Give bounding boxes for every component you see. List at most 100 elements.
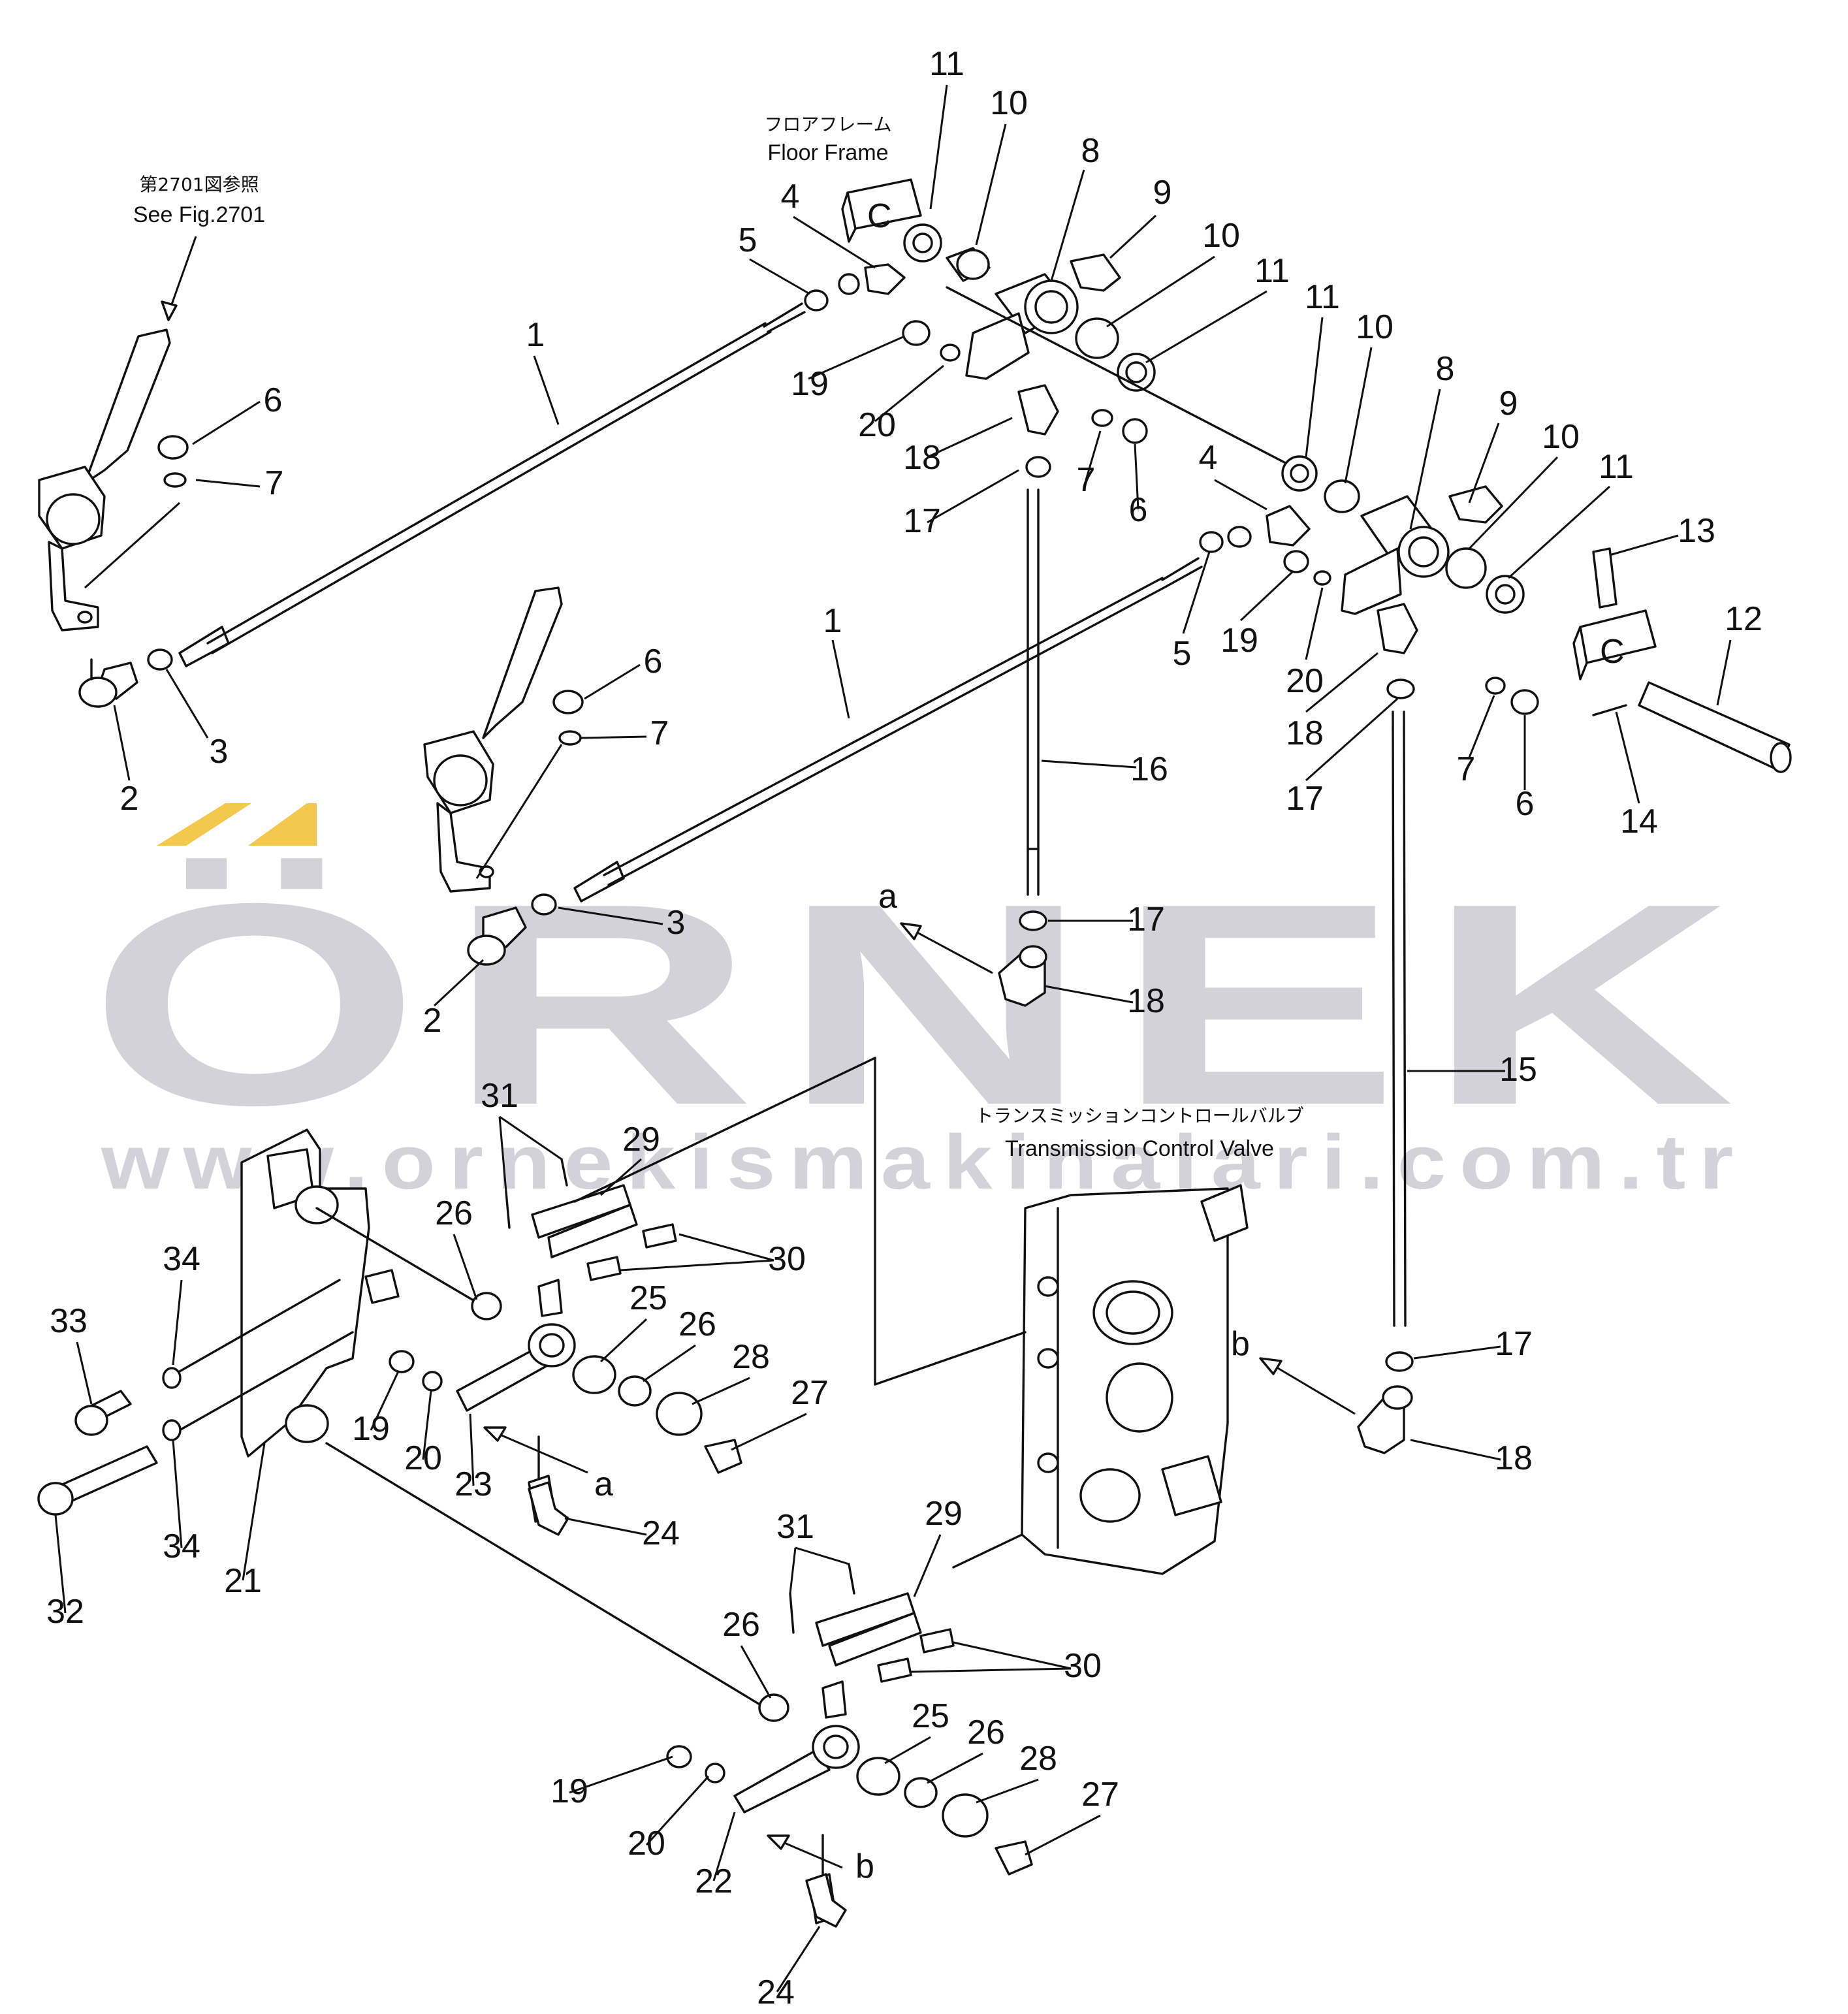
callout-26: 26	[678, 1305, 716, 1343]
callout-18: 18	[1286, 714, 1324, 752]
floor-frame-caption-en: Floor Frame	[767, 140, 888, 165]
callout-24: 24	[757, 1974, 795, 2011]
floor-frame-caption-jp: フロアフレーム	[764, 114, 891, 135]
callout-28: 28	[732, 1338, 770, 1376]
rod-15	[1357, 711, 1414, 1454]
callout-26: 26	[967, 1714, 1005, 1751]
transmission-control-valve	[573, 1057, 1249, 1575]
tcv-caption-en: Transmission Control Valve	[1005, 1136, 1274, 1161]
callout-14: 14	[1620, 803, 1658, 840]
lever-23-assembly	[389, 1279, 742, 1523]
callout-8: 8	[1436, 350, 1455, 388]
callout-26: 26	[435, 1194, 473, 1232]
callout-19: 19	[1220, 622, 1258, 660]
callout-18: 18	[1495, 1439, 1533, 1477]
callout-27: 27	[1081, 1776, 1119, 1814]
callout-21: 21	[224, 1562, 262, 1600]
callout-7: 7	[265, 464, 284, 502]
callout-30: 30	[1064, 1647, 1102, 1685]
right-frame-block: C	[1572, 547, 1792, 773]
callout-30: 30	[768, 1240, 806, 1278]
callout-4: 4	[781, 178, 800, 216]
watermark-accent-right	[248, 803, 317, 846]
tcv-caption-jp: トランスミッションコントロールバルブ	[975, 1105, 1303, 1127]
see-fig-caption-jp: 第2701図参照	[139, 174, 259, 195]
callout-29: 29	[622, 1121, 660, 1159]
callout-3: 3	[210, 733, 229, 771]
callout-20: 20	[858, 406, 896, 444]
callout-10: 10	[1542, 418, 1580, 456]
lower-left-lever	[157, 435, 584, 893]
upper-small-parts	[804, 263, 1148, 478]
callout-12: 12	[1725, 600, 1762, 638]
callout-33: 33	[50, 1302, 88, 1340]
link-29-lower	[789, 1563, 955, 1683]
lower-rod	[467, 557, 1203, 966]
callout-31: 31	[776, 1508, 814, 1546]
callout-10: 10	[1356, 308, 1394, 346]
callout-27: 27	[791, 1374, 829, 1412]
watermark-url: www.ornekismakinalari.com.tr	[101, 1119, 1747, 1206]
see-fig-arrowhead	[161, 300, 178, 321]
callout-9: 9	[1499, 385, 1518, 423]
watermark-brand: ÖRNEK	[88, 844, 1760, 1165]
callout-34: 34	[163, 1240, 200, 1278]
svg-text:C: C	[1600, 633, 1625, 671]
callout-25: 25	[912, 1697, 949, 1735]
view-letter-a-lower: a	[594, 1465, 613, 1503]
see-fig-arrow	[167, 236, 197, 314]
bolts-33-32	[37, 1367, 182, 1516]
right-shaft-assembly	[1199, 455, 1539, 715]
callout-17: 17	[1495, 1325, 1533, 1363]
callout-11: 11	[1305, 278, 1340, 316]
see-fig-caption-en: See Fig.2701	[133, 202, 265, 227]
callout-31: 31	[481, 1077, 518, 1115]
callout-11: 11	[1254, 252, 1290, 290]
callout-9: 9	[1153, 174, 1172, 212]
callout-13: 13	[1678, 512, 1715, 550]
grease-nipples	[528, 1481, 847, 1928]
callout-2: 2	[423, 1002, 442, 1040]
parts-artwork: C	[37, 178, 1792, 1928]
callout-19: 19	[550, 1772, 588, 1810]
callout-11: 11	[929, 45, 964, 83]
callout-11: 11	[1599, 448, 1634, 486]
link-29-upper	[505, 1158, 677, 1281]
leader-lines	[54, 84, 1732, 1992]
callout-4: 4	[1199, 439, 1218, 477]
callout-26: 26	[722, 1606, 760, 1644]
callout-29: 29	[925, 1495, 963, 1533]
callout-20: 20	[1286, 662, 1324, 700]
callout-6: 6	[644, 643, 663, 680]
watermark-accent-left	[157, 803, 251, 846]
callout-19: 19	[791, 365, 829, 403]
rod-16	[998, 488, 1047, 1007]
floor-frame-block: C	[841, 178, 922, 243]
callout-28: 28	[1019, 1740, 1057, 1778]
view-letter-b-lower: b	[855, 1847, 874, 1885]
callout-3: 3	[667, 904, 686, 942]
callout-17: 17	[1127, 901, 1165, 938]
view-letter-b-upper: b	[1231, 1325, 1250, 1363]
callout-7: 7	[650, 714, 669, 752]
callout-22: 22	[695, 1862, 733, 1900]
callout-24: 24	[642, 1514, 680, 1552]
upper-left-lever	[38, 328, 171, 631]
callout-16: 16	[1130, 750, 1168, 788]
callout-5: 5	[1173, 635, 1192, 673]
watermark: ÖRNEK www.ornekismakinalari.com.tr	[88, 803, 1760, 1206]
svg-text:C: C	[867, 197, 892, 235]
view-arrows	[483, 922, 1356, 1869]
callout-2: 2	[120, 780, 139, 818]
callout-15: 15	[1499, 1051, 1537, 1089]
callout-18: 18	[1127, 982, 1165, 1020]
callout-17: 17	[903, 502, 941, 540]
callout-1: 1	[823, 602, 842, 640]
callout-6: 6	[264, 381, 283, 419]
callout-7: 7	[1457, 750, 1476, 788]
callout-10: 10	[990, 84, 1028, 122]
upper-ball-joint	[78, 648, 173, 708]
callout-17: 17	[1286, 780, 1324, 818]
callout-25: 25	[629, 1279, 667, 1317]
